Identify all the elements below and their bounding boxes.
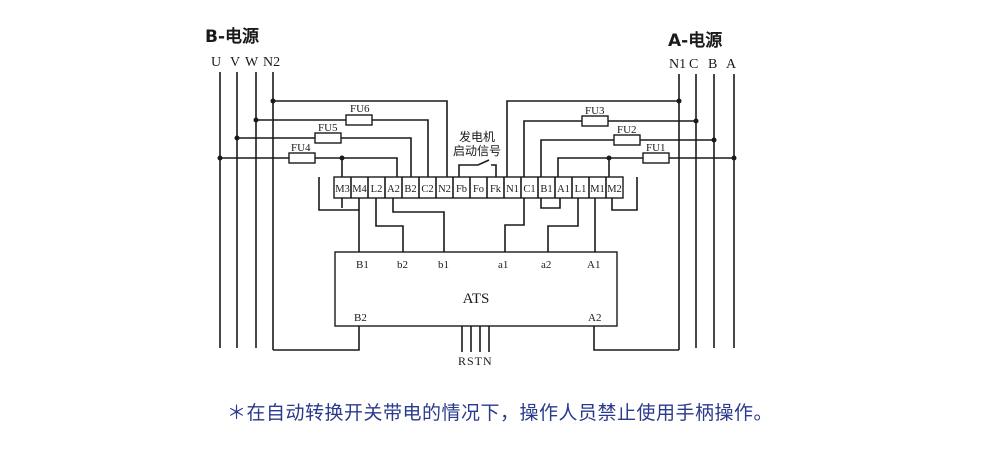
ats-control-pins <box>461 326 490 352</box>
tap-fu4-a2 <box>315 157 398 177</box>
ats-label: ATS <box>463 291 490 307</box>
ats-box <box>334 251 618 327</box>
wire-m1-m2-loop <box>611 177 638 211</box>
generator-signal-line2: 启动信号 <box>453 144 501 158</box>
ats-port-b1-lower: b1 <box>438 259 449 271</box>
ats-port-b2-lower: b2 <box>397 259 408 271</box>
junction-u <box>217 155 223 161</box>
tap-fu5-b2 <box>341 137 412 177</box>
terminal-fk: Fk <box>490 184 502 195</box>
fuse-label-fu4: FU4 <box>291 142 311 154</box>
terminal-c2: C2 <box>421 184 433 195</box>
tap-n1 <box>506 100 679 177</box>
source-a-title: A-电源 <box>668 30 722 51</box>
ats-port-a2-upper: A2 <box>588 312 601 324</box>
source-a-phase-a: A <box>726 57 737 72</box>
source-a-phase-c: C <box>689 57 698 72</box>
wire-l1-a2 <box>547 198 579 252</box>
junction-fu4 <box>339 155 345 161</box>
fuse-fu1 <box>642 152 670 164</box>
ats-port-a2-lower: a2 <box>541 259 551 271</box>
fuse-fu4 <box>288 152 316 164</box>
ats-port-a1-upper: A1 <box>587 259 600 271</box>
source-b-title: B-电源 <box>205 26 259 47</box>
junction-v <box>234 135 240 141</box>
tap-fu3-c1 <box>523 120 582 177</box>
fuse-fu2 <box>613 134 641 146</box>
fuse-fu6 <box>345 114 373 126</box>
terminal-n1: N1 <box>506 184 519 195</box>
junction-n2 <box>270 98 276 104</box>
source-b-phase-n2: N2 <box>263 55 280 70</box>
fuse-label-fu3: FU3 <box>585 105 605 117</box>
wire-l2-b2 <box>375 198 404 252</box>
fuse-fu3 <box>581 115 609 127</box>
ats-port-b2-upper: B2 <box>354 312 367 324</box>
terminal-c1: C1 <box>523 184 535 195</box>
safety-footnote: ＊在自动转换开关带电的情况下，操作人员禁止使用手柄操作。 <box>226 402 773 424</box>
junction-c <box>693 118 699 124</box>
terminal-b1: B1 <box>540 184 552 195</box>
tap-fu6-c2 <box>372 119 429 177</box>
terminal-a2: A2 <box>387 184 400 195</box>
wire-b1-a1-bridge <box>540 198 561 209</box>
generator-signal-contact <box>458 159 497 177</box>
fuse-label-fu2: FU2 <box>617 124 637 136</box>
terminal-b2: B2 <box>404 184 416 195</box>
generator-signal-line1: 发电机 <box>459 129 495 144</box>
ats-port-a1-lower: a1 <box>498 259 508 271</box>
terminal-m3: M3 <box>335 184 350 195</box>
tap-fu2-b1 <box>540 139 614 177</box>
source-b-phase-u: U <box>211 55 221 70</box>
source-b-phase-w: W <box>245 55 259 70</box>
terminal-a1: A1 <box>557 184 570 195</box>
junction-b <box>711 137 717 143</box>
source-b-phase-v: V <box>230 55 240 70</box>
source-a-phase-n1: N1 <box>669 57 686 72</box>
fuse-label-fu6: FU6 <box>350 103 370 115</box>
fuse-label-fu1: FU1 <box>646 142 666 154</box>
terminal-m4: M4 <box>352 184 367 195</box>
fuse-label-fu5: FU5 <box>318 122 338 134</box>
ats-control-pin-labels: RSTN <box>458 354 493 368</box>
junction-n1 <box>676 98 682 104</box>
terminal-fo: Fo <box>473 184 484 195</box>
terminal-m2: M2 <box>607 184 622 195</box>
terminal-l2: L2 <box>371 184 383 195</box>
source-a-phase-b: B <box>708 57 717 72</box>
terminal-m1: M1 <box>590 184 605 195</box>
terminal-l1: L1 <box>575 184 587 195</box>
terminal-n2: N2 <box>438 184 451 195</box>
wire-m3-m4-loop <box>318 177 359 211</box>
fuse-fu5 <box>314 132 342 144</box>
terminal-fb: Fb <box>456 184 467 195</box>
terminal-strip <box>333 176 624 199</box>
wire-ats-a2-source <box>593 326 679 351</box>
ats-port-b1-upper: B1 <box>356 259 369 271</box>
tap-n2 <box>273 100 448 177</box>
wire-n2-b1-small <box>392 198 445 252</box>
wire-n1-a1-small <box>504 198 525 252</box>
wire-ats-b2-source <box>273 326 360 351</box>
junction-a <box>731 155 737 161</box>
junction-w <box>253 117 259 123</box>
terminal-dividers <box>350 177 607 198</box>
tap-fu1-a1 <box>557 157 643 177</box>
junction-fu1 <box>606 155 612 161</box>
